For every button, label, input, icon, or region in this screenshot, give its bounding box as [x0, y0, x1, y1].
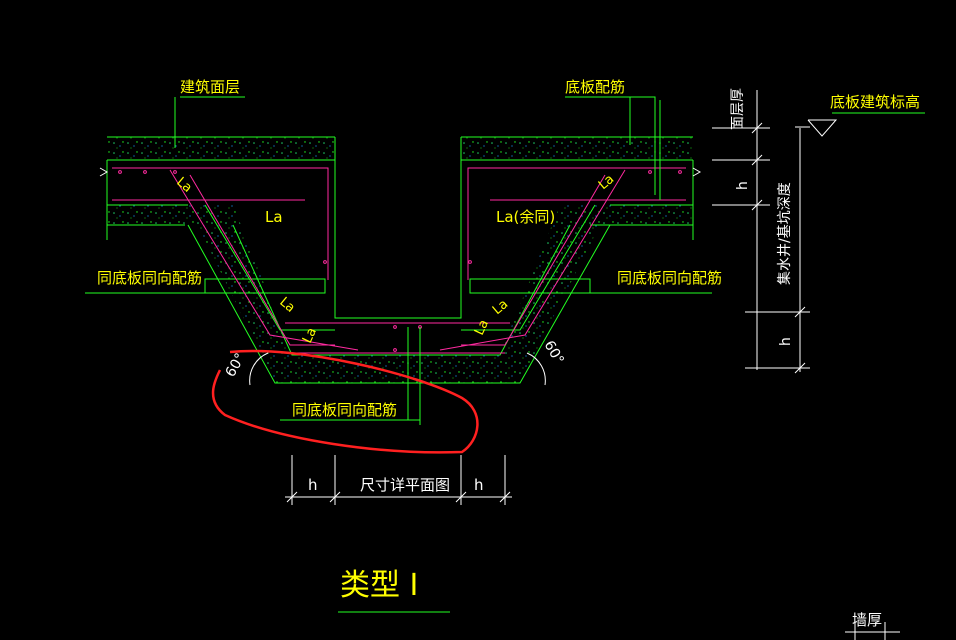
type-title: 类型 I	[340, 568, 418, 603]
label-la-bottom-left: La	[300, 326, 320, 346]
dimension-lines	[249, 90, 900, 640]
label-angle-right: 60°	[541, 338, 567, 368]
label-slab-reinforcement: 底板配筋	[565, 78, 625, 96]
dim-h-right-bottom: h	[778, 337, 794, 346]
surface-layer-left	[107, 136, 335, 161]
dim-h-right-top: h	[735, 181, 751, 190]
label-la-mid-right: La	[490, 297, 511, 318]
surface-layer-right	[461, 136, 693, 161]
label-la-bottom-right: La	[472, 318, 492, 338]
rebar-lines	[112, 167, 686, 354]
dim-h-bottom-right: h	[474, 476, 484, 494]
pit-outline	[85, 137, 712, 384]
label-la-top-right: La	[596, 172, 617, 193]
label-pit-depth: 集水井/基坑深度	[776, 182, 793, 285]
label-la-top-left: La	[173, 175, 194, 196]
dim-h-bottom-left: h	[308, 476, 318, 494]
leader-lines	[174, 96, 925, 425]
label-wall-thickness: 墙厚	[852, 611, 882, 629]
label-same-dir-left: 同底板同向配筋	[97, 269, 202, 287]
label-building-surface: 建筑面层	[180, 78, 240, 96]
label-surface-thickness: 面层厚	[730, 88, 746, 130]
label-same-dir-bottom: 同底板同向配筋	[292, 401, 397, 419]
pit-concrete-body	[107, 205, 693, 383]
markup-circle	[211, 349, 479, 454]
label-la-rest: La(余同)	[496, 208, 555, 226]
label-slab-elevation: 底板建筑标高	[830, 93, 920, 111]
label-angle-left: 60°	[223, 350, 249, 380]
label-la-left: La	[265, 208, 283, 226]
label-same-dir-right: 同底板同向配筋	[617, 269, 722, 287]
dim-size-note: 尺寸详平面图	[360, 476, 450, 494]
label-la-mid-left: La	[276, 295, 297, 316]
